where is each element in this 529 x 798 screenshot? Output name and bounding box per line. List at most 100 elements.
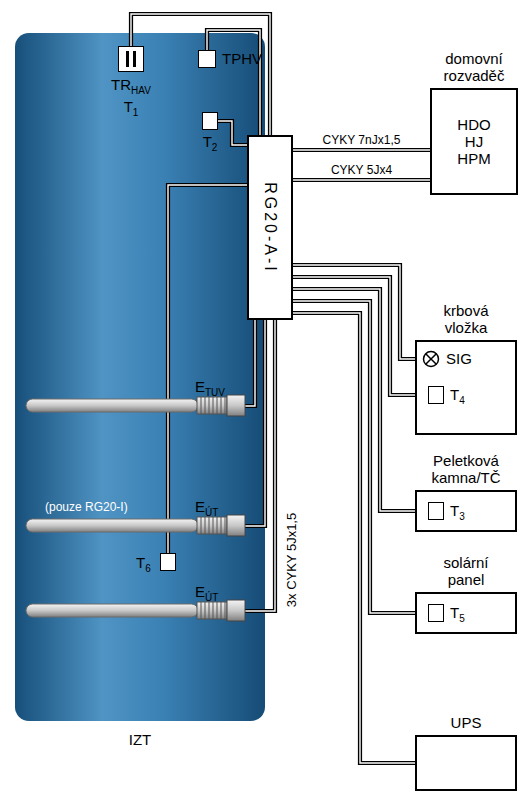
cable-outline bbox=[218, 121, 247, 145]
thermostat-bar bbox=[126, 51, 129, 67]
node-text: HJ bbox=[430, 133, 518, 150]
node-text: T bbox=[450, 604, 459, 621]
node-text: domovní rozvaděč bbox=[444, 50, 505, 84]
node: SIG bbox=[422, 350, 492, 368]
thread-line bbox=[225, 397, 226, 414]
cable-outline bbox=[245, 320, 255, 406]
node-text: E bbox=[195, 583, 205, 600]
cable bbox=[218, 121, 247, 145]
node: TPHV bbox=[198, 50, 216, 68]
cable-core bbox=[131, 14, 270, 135]
element-rod bbox=[26, 399, 198, 412]
cable-label: 3x CYKY 5Jx1,5 bbox=[284, 513, 299, 607]
text-group: HDOHJHPM bbox=[430, 116, 518, 168]
text-group: T1 bbox=[96, 98, 166, 115]
cable-outline bbox=[293, 313, 415, 763]
cable-core bbox=[293, 149, 430, 150]
node-text: solární panel bbox=[443, 554, 488, 588]
node: domovní rozvaděčHDOHJHPM bbox=[430, 88, 518, 195]
device-box bbox=[415, 735, 517, 791]
thread-line bbox=[205, 517, 206, 534]
text-group: UPS bbox=[415, 714, 517, 731]
cable bbox=[245, 320, 255, 406]
subscript: 4 bbox=[459, 395, 465, 406]
cable bbox=[245, 320, 265, 526]
cable-label: CYKY 5Jx4 bbox=[329, 163, 394, 177]
text-group: EÚT bbox=[195, 498, 218, 515]
thread-line bbox=[217, 397, 218, 414]
element-thread bbox=[197, 602, 227, 619]
node-text: T bbox=[450, 502, 459, 519]
thread-line bbox=[209, 602, 210, 619]
thread-line bbox=[213, 397, 214, 414]
node-text: krbová vložka bbox=[443, 302, 488, 336]
thread-line bbox=[209, 517, 210, 534]
cable-outline bbox=[245, 320, 275, 611]
node-text: UPS bbox=[451, 714, 482, 731]
cable-outline bbox=[293, 178, 430, 182]
cable bbox=[293, 313, 415, 763]
thread-line bbox=[221, 602, 222, 619]
lamp-cross bbox=[426, 354, 437, 365]
node: krbová vložkaSIGT4 bbox=[415, 340, 517, 435]
cable-core bbox=[168, 185, 247, 553]
cable-outline bbox=[293, 148, 430, 152]
subscript: 5 bbox=[459, 613, 465, 624]
cable-label: CYKY 7nJx1,5 bbox=[321, 133, 403, 147]
cable-core bbox=[245, 320, 275, 611]
sensor-box bbox=[428, 604, 444, 622]
cable bbox=[131, 14, 270, 135]
node-text: E bbox=[195, 498, 205, 515]
element-head bbox=[227, 395, 245, 416]
cable-core bbox=[245, 320, 265, 526]
text-group: domovní rozvaděč bbox=[424, 50, 524, 85]
cable bbox=[293, 180, 430, 181]
subscript: 2 bbox=[212, 142, 218, 153]
sensor-box bbox=[428, 386, 444, 404]
text-group: T3 bbox=[450, 502, 465, 519]
node: solární panelT5 bbox=[415, 592, 517, 634]
node-text: E bbox=[195, 378, 205, 395]
subscript: TUV bbox=[205, 387, 225, 398]
cable-core bbox=[293, 179, 430, 180]
node-text: T bbox=[203, 133, 212, 150]
subscript: 3 bbox=[459, 511, 465, 522]
node-text: SIG bbox=[446, 350, 472, 367]
node-text: TPHV bbox=[222, 50, 262, 67]
thermostat-bar bbox=[133, 51, 136, 67]
node: T2 bbox=[202, 112, 218, 130]
node: IZTTRHAVT1T2ETUVEÚTT6EÚT bbox=[15, 33, 265, 721]
thread-line bbox=[205, 397, 206, 414]
element-thread bbox=[197, 517, 227, 534]
cable bbox=[245, 320, 275, 611]
node-text: IZT bbox=[129, 731, 152, 748]
thread-line bbox=[209, 397, 210, 414]
lamp-cross bbox=[426, 354, 437, 365]
node-text: T bbox=[136, 554, 145, 571]
node: TRHAVT1 bbox=[118, 46, 144, 72]
node: UPS bbox=[415, 735, 517, 791]
element-head bbox=[227, 515, 245, 536]
text-group: TPHV bbox=[222, 50, 262, 67]
sensor-box bbox=[202, 112, 218, 130]
text-group: T6 bbox=[136, 554, 151, 571]
element-rod bbox=[26, 519, 198, 532]
node: Peletková kamna/TČT3 bbox=[415, 490, 517, 532]
subscript: ÚT bbox=[205, 507, 218, 518]
thread-line bbox=[201, 602, 202, 619]
sensor-box bbox=[198, 50, 216, 68]
device-name: RG20-A-I bbox=[261, 182, 279, 274]
node-text: T bbox=[124, 98, 133, 115]
node: T5 bbox=[428, 604, 478, 622]
text-group: EÚT bbox=[195, 583, 218, 600]
text-group: ETUV bbox=[195, 378, 225, 395]
cable-core bbox=[218, 121, 247, 145]
cable-outline bbox=[245, 320, 265, 526]
text-group: solární panel bbox=[426, 554, 506, 589]
node-text: TR bbox=[111, 76, 131, 93]
cable bbox=[293, 150, 430, 151]
thread-line bbox=[221, 517, 222, 534]
tank-body bbox=[15, 33, 265, 721]
text-group: SIG bbox=[446, 350, 472, 367]
